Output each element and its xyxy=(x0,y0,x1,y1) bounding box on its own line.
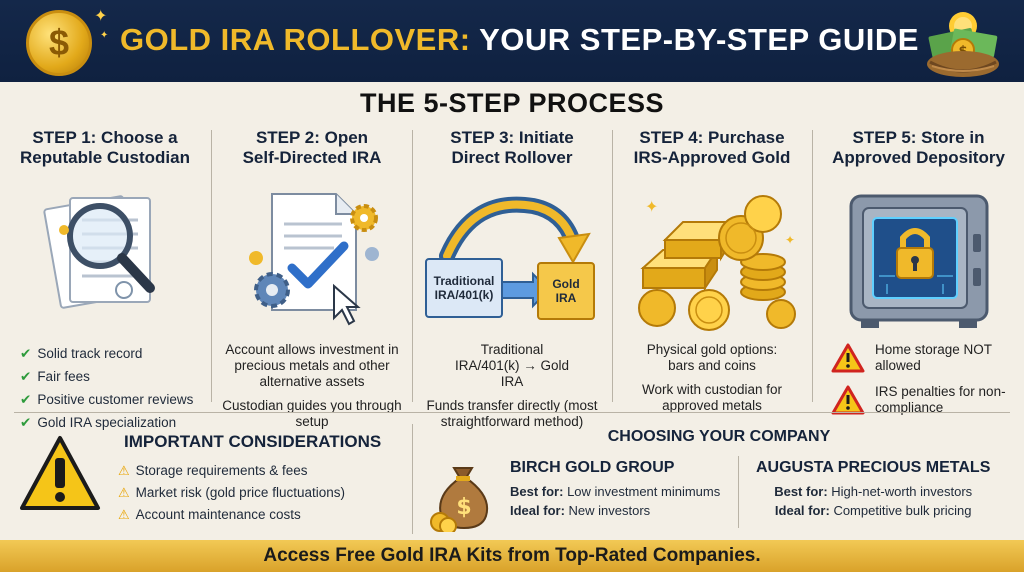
step-3-body: Traditional IRA/401(k) → Gold IRA Funds … xyxy=(426,342,598,429)
sparkle-icon: ✦ xyxy=(94,8,108,25)
safe-lock-icon xyxy=(849,194,989,328)
money-bag-icon: $ xyxy=(430,467,488,532)
divider xyxy=(738,456,739,528)
warning-triangle-icon xyxy=(20,436,100,510)
warning-triangle-icon xyxy=(831,385,865,415)
list-item: ⚠Storage requirements & fees xyxy=(118,463,308,478)
company-card-augusta: AUGUSTA PRECIOUS METALS Best for: High-n… xyxy=(756,459,991,518)
divider xyxy=(14,412,1010,413)
warning-icon: ⚠ xyxy=(118,485,130,500)
sparkle-icon: ✦ xyxy=(100,30,109,41)
diagram-source-box: Traditional IRA/401(k) xyxy=(425,258,503,318)
checkmark-icon: ✔ xyxy=(20,369,32,384)
considerations-list: ⚠Storage requirements & fees ⚠Market ris… xyxy=(118,460,345,526)
choosing-company: CHOOSING YOUR COMPANY $ BIRCH GOLD GROUP… xyxy=(414,420,1024,538)
dollar-coin-icon: $ xyxy=(26,10,92,76)
divider xyxy=(812,130,813,402)
magnifier-documents-icon xyxy=(43,195,155,309)
document-checkmark-gears-icon xyxy=(249,193,379,326)
list-item: ⚠Market risk (gold price fluctuations) xyxy=(118,485,345,500)
checkmark-icon: ✔ xyxy=(20,346,32,361)
list-item: ⚠Account maintenance costs xyxy=(118,507,301,522)
warning-triangle-icon xyxy=(831,343,865,373)
list-item: ✔Positive customer reviews xyxy=(20,392,194,407)
divider xyxy=(412,424,413,534)
step-1-checklist: ✔Solid track record ✔Fair fees ✔Positive… xyxy=(0,342,210,434)
divider xyxy=(412,130,413,402)
company-card-birch: BIRCH GOLD GROUP Best for: Low investmen… xyxy=(510,459,721,518)
nest-egg-icon: $ xyxy=(927,12,999,77)
svg-text:$: $ xyxy=(456,495,471,520)
checkmark-icon: ✔ xyxy=(20,415,32,430)
warning-icon: ⚠ xyxy=(118,507,130,522)
divider xyxy=(612,130,613,402)
process-title: THE 5-STEP PROCESS xyxy=(359,88,665,118)
important-considerations: IMPORTANT CONSIDERATIONS ⚠Storage requir… xyxy=(0,420,412,538)
svg-text:✦: ✦ xyxy=(645,197,658,216)
gold-bars-coins-icon: ✦ ✦ xyxy=(638,195,796,331)
warning-item: Home storage NOT allowed xyxy=(821,342,1016,374)
warning-icon: ⚠ xyxy=(118,463,130,478)
page-title: GOLD IRA ROLLOVER: YOUR STEP-BY-STEP GUI… xyxy=(120,22,919,57)
svg-text:✦: ✦ xyxy=(785,233,795,247)
divider xyxy=(211,130,212,402)
diagram-target-box: Gold IRA xyxy=(537,262,595,320)
footer-banner: Access Free Gold IRA Kits from Top-Rated… xyxy=(0,540,1024,572)
header-banner: $ ✦ ✦ GOLD IRA ROLLOVER: YOUR STEP-BY-ST… xyxy=(0,0,1024,82)
checkmark-icon: ✔ xyxy=(20,392,32,407)
rollover-arrow-icon xyxy=(439,196,591,309)
list-item: ✔Solid track record xyxy=(20,346,143,361)
list-item: ✔Gold IRA specialization xyxy=(20,415,177,430)
list-item: ✔Fair fees xyxy=(20,369,90,384)
step-5-body: Home storage NOT allowed IRS penalties f… xyxy=(813,342,1024,416)
company-title: CHOOSING YOUR COMPANY xyxy=(607,428,831,445)
step-2-body: Account allows investment in precious me… xyxy=(222,342,402,429)
warning-item: IRS penalties for non-compliance xyxy=(821,384,1016,416)
considerations-title: IMPORTANT CONSIDERATIONS xyxy=(124,432,382,451)
step-4-body: Physical gold options: bars and coins Wo… xyxy=(641,342,783,413)
